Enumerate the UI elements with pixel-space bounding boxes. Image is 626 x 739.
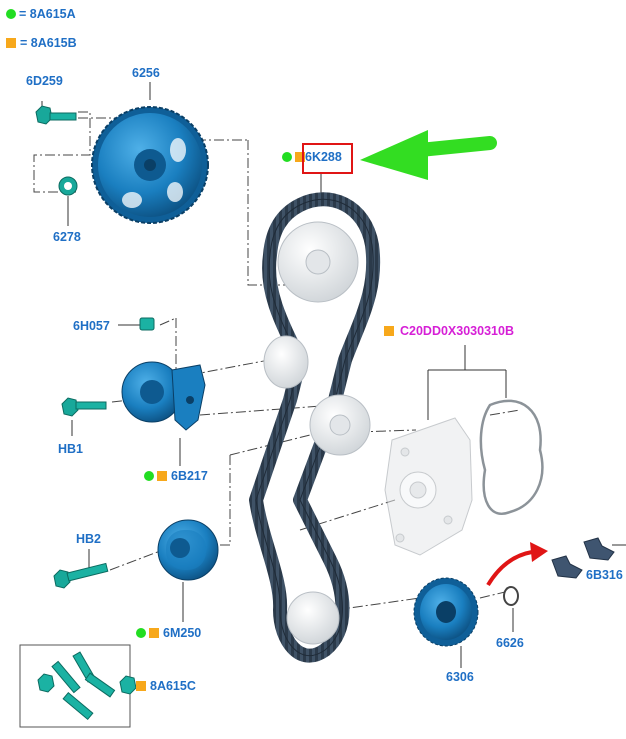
legend-item-8A615A: = 8A615A bbox=[6, 7, 76, 21]
green-dot-icon bbox=[282, 152, 292, 162]
label-8A615C[interactable]: 8A615C bbox=[136, 679, 196, 693]
idler-pulley-6M250[interactable] bbox=[157, 519, 219, 581]
camshaft-sprocket-6256[interactable] bbox=[91, 106, 209, 224]
label-6K288-group bbox=[282, 150, 308, 164]
bolt-HB2[interactable] bbox=[53, 562, 109, 589]
locking-tools-6B316[interactable] bbox=[551, 537, 626, 579]
leader-lines bbox=[41, 82, 514, 668]
green-dot-icon bbox=[136, 628, 146, 638]
bolt-HB1[interactable] bbox=[61, 397, 107, 417]
label-6K288[interactable]: 6K288 bbox=[305, 150, 342, 164]
label-6H057[interactable]: 6H057 bbox=[73, 319, 110, 333]
red-arrow-icon bbox=[486, 542, 548, 587]
label-6B217[interactable]: 6B217 bbox=[144, 469, 208, 483]
water-pump-gasket bbox=[479, 399, 544, 515]
belt-pulleys-ghost bbox=[263, 221, 371, 645]
orange-square-icon bbox=[6, 38, 16, 48]
crank-sprocket-6306[interactable] bbox=[413, 577, 479, 647]
timing-belt bbox=[249, 192, 381, 663]
orange-square-icon bbox=[149, 628, 159, 638]
label-C20DD0X3030310B[interactable]: C20DD0X3030310B bbox=[384, 324, 514, 338]
small-bolt-6H057[interactable] bbox=[139, 317, 155, 331]
green-dot-icon bbox=[144, 471, 154, 481]
label-6626[interactable]: 6626 bbox=[496, 636, 524, 650]
bolt-kit-box[interactable] bbox=[19, 644, 137, 728]
label-6256[interactable]: 6256 bbox=[132, 66, 160, 80]
label-6306[interactable]: 6306 bbox=[446, 670, 474, 684]
green-arrow-icon bbox=[360, 130, 497, 180]
bolt-6D259[interactable] bbox=[35, 105, 77, 125]
label-6D259[interactable]: 6D259 bbox=[26, 74, 63, 88]
washer-6278[interactable] bbox=[58, 176, 78, 196]
water-pump-housing bbox=[384, 417, 473, 556]
orange-square-icon bbox=[384, 326, 394, 336]
orange-square-icon bbox=[136, 681, 146, 691]
highlight-box bbox=[302, 143, 353, 174]
label-HB2[interactable]: HB2 bbox=[76, 532, 102, 546]
crank-ring-6626[interactable] bbox=[503, 586, 519, 606]
label-6278[interactable]: 6278 bbox=[53, 230, 81, 244]
orange-square-icon bbox=[157, 471, 167, 481]
legend-item-8A615B: = 8A615B bbox=[6, 36, 77, 50]
label-HB1[interactable]: HB1 bbox=[58, 442, 84, 456]
label-6M250[interactable]: 6M250 bbox=[136, 626, 201, 640]
label-6B316[interactable]: 6B316 bbox=[586, 568, 623, 582]
green-dot-icon bbox=[6, 9, 16, 19]
orange-square-icon bbox=[295, 152, 305, 162]
tensioner-6B217[interactable] bbox=[121, 361, 206, 431]
